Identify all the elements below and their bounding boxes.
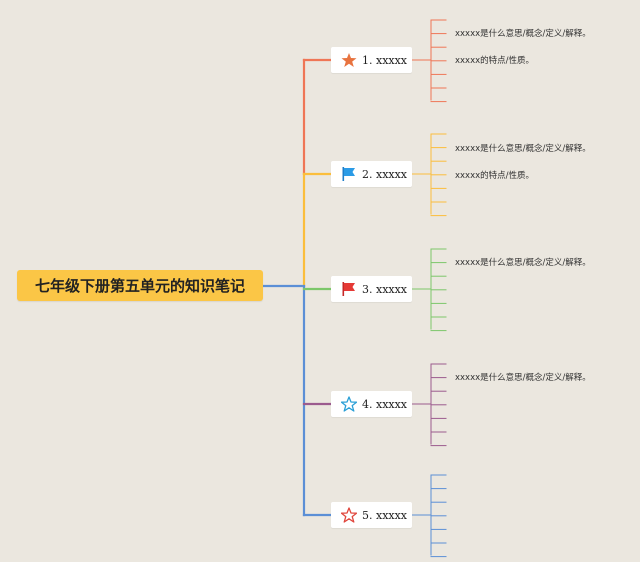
red-outline-star-icon [341, 507, 357, 523]
subtopic-note[interactable]: xxxxx是什么意思/概念/定义/解释。 [455, 29, 591, 39]
branch-topic-5[interactable]: 5. xxxxx [331, 502, 412, 528]
branch-topic-1[interactable]: 1. xxxxx [331, 47, 412, 73]
branch-label: 1. xxxxx [362, 53, 408, 67]
root-topic-label: 七年级下册第五单元的知识笔记 [34, 277, 245, 295]
branch-topic-3[interactable]: 3. xxxxx [331, 276, 412, 302]
orange-star-icon [341, 53, 357, 67]
branch-label: 4. xxxxx [362, 397, 408, 411]
branch-topic-4[interactable]: 4. xxxxx [331, 391, 412, 417]
subtopic-note[interactable]: xxxxx的特点/性质。 [455, 56, 535, 66]
branch-topic-2[interactable]: 2. xxxxx [331, 161, 412, 187]
blue-outline-star-icon [341, 396, 357, 412]
branch-label: 3. xxxxx [362, 282, 408, 296]
subtopic-note[interactable]: xxxxx的特点/性质。 [455, 171, 535, 181]
root-topic[interactable]: 七年级下册第五单元的知识笔记 [17, 270, 263, 301]
branch-label: 5. xxxxx [362, 508, 408, 522]
branch-label: 2. xxxxx [362, 167, 408, 181]
subtopic-note[interactable]: xxxxx是什么意思/概念/定义/解释。 [455, 258, 591, 268]
subtopic-note[interactable]: xxxxx是什么意思/概念/定义/解释。 [455, 373, 591, 383]
blue-flag-icon [342, 167, 355, 181]
subtopic-note[interactable]: xxxxx是什么意思/概念/定义/解释。 [455, 144, 591, 154]
red-flag-icon [342, 282, 355, 296]
